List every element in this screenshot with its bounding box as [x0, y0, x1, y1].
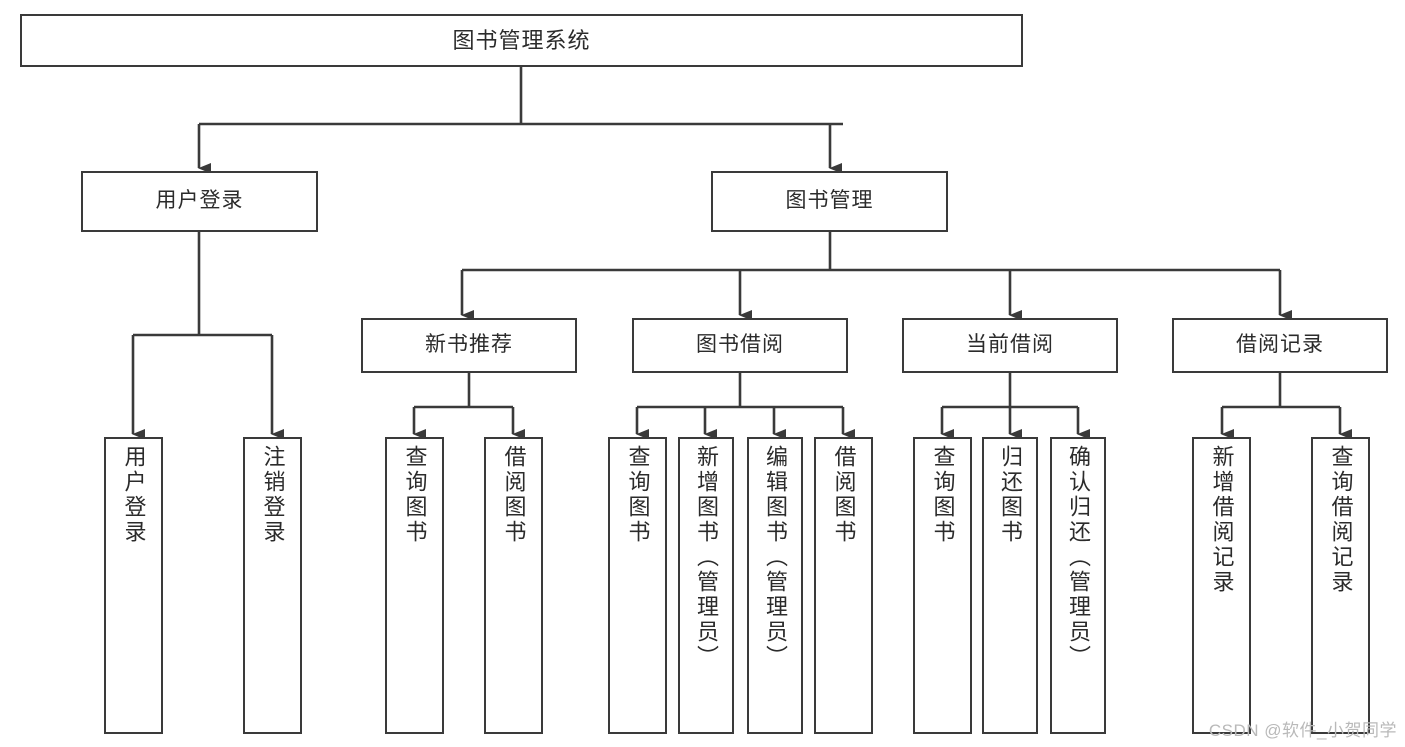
leaf-borrow-book-2[interactable]: 借阅图书 — [814, 437, 873, 734]
leaf-return-book[interactable]: 归还图书 — [982, 437, 1038, 734]
node-label: 用户登录 — [155, 189, 244, 213]
node-borrow-record[interactable]: 借阅记录 — [1172, 318, 1388, 373]
leaf-user-login[interactable]: 用户登录 — [104, 437, 163, 734]
node-label: 借阅记录 — [1236, 333, 1324, 357]
node-book-borrow[interactable]: 图书借阅 — [632, 318, 848, 373]
node-label: 新增借阅记录 — [1209, 445, 1235, 595]
leaf-query-book-2[interactable]: 查询图书 — [608, 437, 667, 734]
node-label: 新增图书（管理员） — [693, 445, 719, 670]
node-root-system[interactable]: 图书管理系统 — [20, 14, 1023, 67]
node-label: 编辑图书（管理员） — [762, 445, 788, 670]
node-label: 当前借阅 — [966, 333, 1054, 357]
leaf-borrow-book-1[interactable]: 借阅图书 — [484, 437, 543, 734]
node-label: 查询图书 — [402, 445, 428, 545]
node-label: 注销登录 — [260, 445, 286, 545]
leaf-edit-book[interactable]: 编辑图书（管理员） — [747, 437, 803, 734]
node-book-management[interactable]: 图书管理 — [711, 171, 948, 232]
leaf-add-book[interactable]: 新增图书（管理员） — [678, 437, 734, 734]
node-new-book-recommend[interactable]: 新书推荐 — [361, 318, 577, 373]
leaf-add-record[interactable]: 新增借阅记录 — [1192, 437, 1251, 734]
node-label: 图书管理系统 — [452, 27, 591, 53]
leaf-confirm-return[interactable]: 确认归还（管理员） — [1050, 437, 1106, 734]
leaf-logout-login[interactable]: 注销登录 — [243, 437, 302, 734]
node-label: 查询图书 — [625, 445, 651, 545]
node-label: 确认归还（管理员） — [1065, 445, 1091, 670]
node-current-borrow[interactable]: 当前借阅 — [902, 318, 1118, 373]
leaf-query-record[interactable]: 查询借阅记录 — [1311, 437, 1370, 734]
node-label: 查询图书 — [930, 445, 956, 545]
node-label: 查询借阅记录 — [1328, 445, 1354, 595]
leaf-query-book-1[interactable]: 查询图书 — [385, 437, 444, 734]
node-label: 图书借阅 — [696, 333, 784, 357]
node-label: 借阅图书 — [831, 445, 857, 545]
node-label: 借阅图书 — [501, 445, 527, 545]
node-user-login[interactable]: 用户登录 — [81, 171, 318, 232]
node-label: 新书推荐 — [425, 333, 513, 357]
node-label: 归还图书 — [997, 445, 1023, 545]
leaf-query-book-3[interactable]: 查询图书 — [913, 437, 972, 734]
node-label: 用户登录 — [121, 445, 147, 545]
node-label: 图书管理 — [785, 189, 874, 213]
